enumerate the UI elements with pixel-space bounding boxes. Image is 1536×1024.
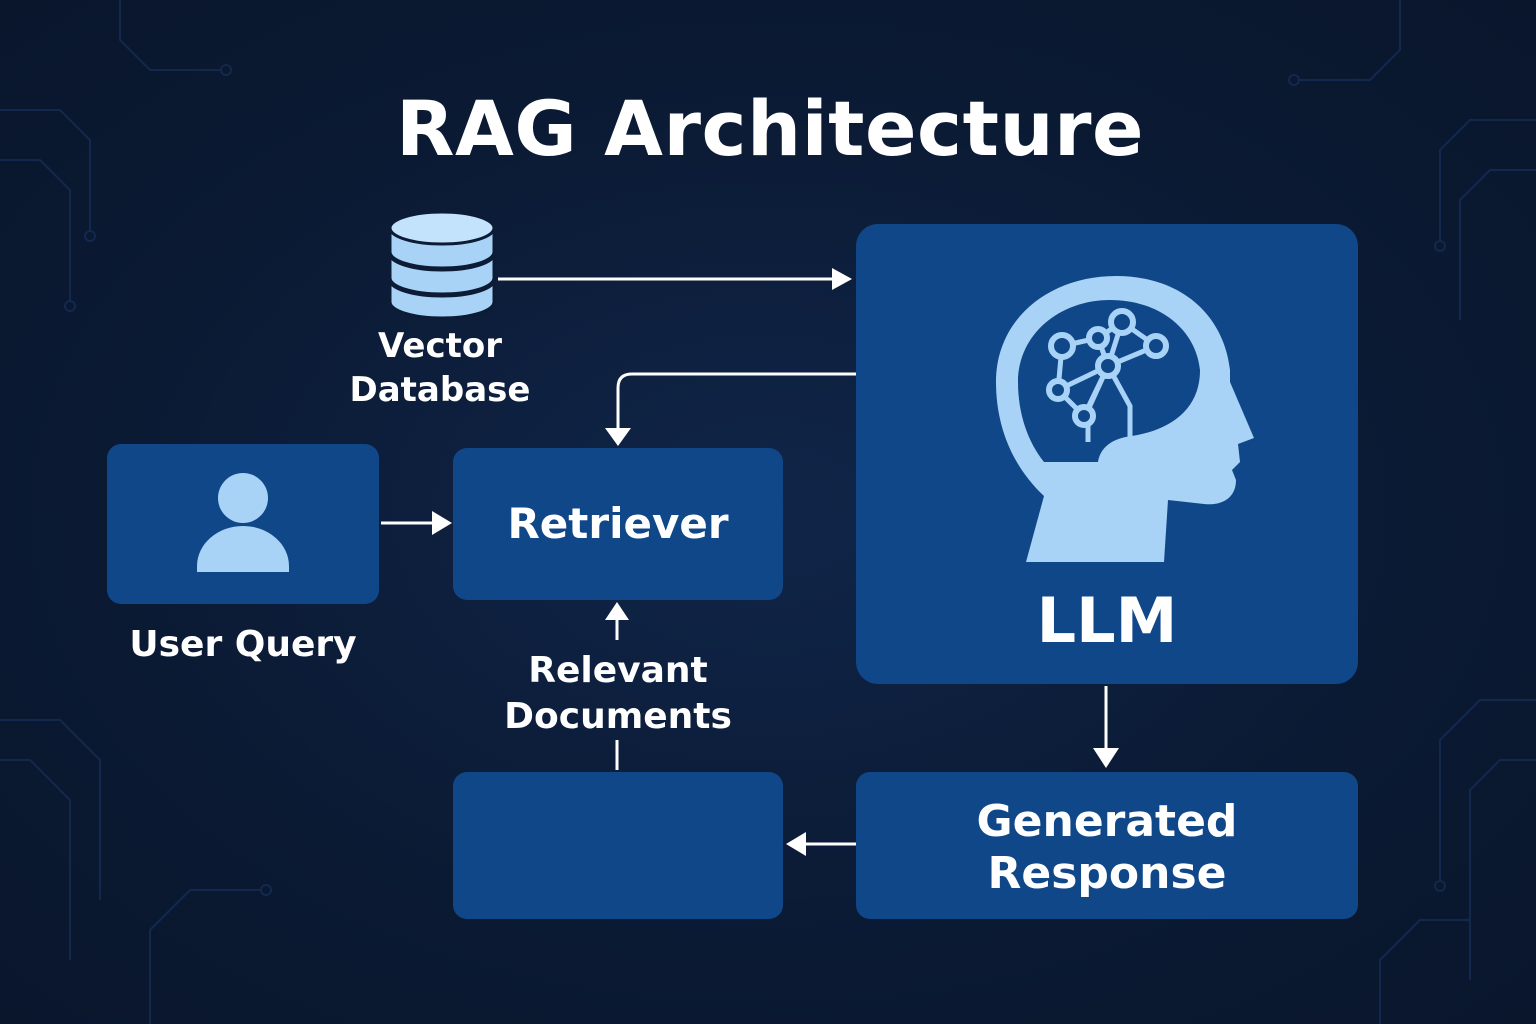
user-query-box (107, 444, 379, 604)
relevant-documents-label: Relevant Documents (468, 648, 768, 740)
vector-database-label: Vector Database (340, 324, 540, 412)
vector-database-label-line2: Database (349, 370, 531, 410)
user-icon (197, 473, 289, 572)
retriever-label: Retriever (507, 499, 729, 548)
llm-box: LLM (856, 224, 1358, 684)
generated-response-label: Generated Response (856, 796, 1358, 900)
documents-box (453, 772, 783, 919)
relevant-documents-label-line1: Relevant (528, 650, 708, 691)
database-icon (388, 210, 496, 320)
generated-response-label-line2: Response (987, 848, 1227, 899)
llm-label: LLM (1036, 584, 1178, 657)
vector-database-label-line1: Vector (377, 326, 503, 366)
user-query-label: User Query (129, 624, 357, 665)
generated-response-box: Generated Response (856, 772, 1358, 919)
diagram-title: RAG Architecture (396, 84, 1145, 173)
generated-response-label-line1: Generated (976, 796, 1238, 847)
retriever-box: Retriever (453, 448, 783, 600)
brain-head-icon (996, 276, 1254, 562)
relevant-documents-label-line2: Documents (504, 696, 732, 737)
